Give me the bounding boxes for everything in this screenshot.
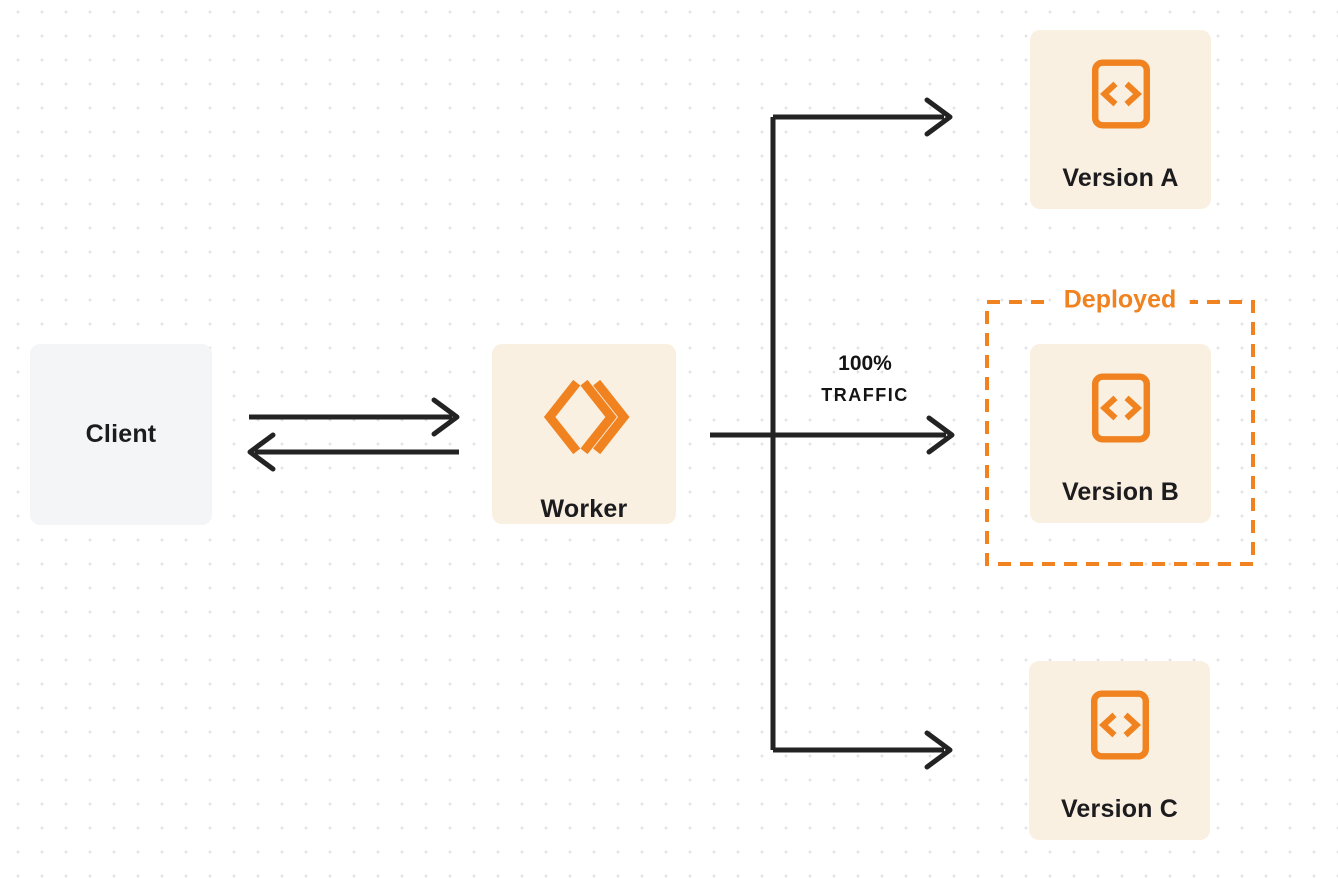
- traffic-word-text: TRAFFIC: [821, 385, 909, 406]
- version-c-node: Version C: [1029, 661, 1210, 840]
- arrow-to-version-a: [773, 97, 953, 137]
- worker-node: Worker: [492, 344, 676, 524]
- code-file-icon: [1091, 59, 1151, 134]
- arrow-worker-to-client: [247, 432, 459, 472]
- code-file-icon: [1091, 373, 1151, 448]
- version-a-node: Version A: [1030, 30, 1211, 209]
- workers-double-chevron-icon: [537, 375, 631, 464]
- worker-label: Worker: [540, 495, 628, 523]
- client-label: Client: [85, 420, 157, 448]
- deployed-label: Deployed: [1050, 285, 1190, 315]
- deployed-region: Deployed: [985, 285, 1255, 566]
- version-a-label: Version A: [1062, 164, 1179, 192]
- traffic-percent-text: 100%: [838, 352, 892, 375]
- arrow-to-version-b: [710, 415, 955, 455]
- arrow-to-version-c: [773, 730, 953, 770]
- client-node: Client: [30, 344, 212, 525]
- code-file-icon: [1090, 690, 1150, 765]
- version-c-label: Version C: [1060, 795, 1179, 823]
- traffic-annotation: 100% TRAFFIC: [775, 351, 955, 406]
- version-b-node: Version B: [1030, 344, 1211, 523]
- version-b-label: Version B: [1061, 478, 1180, 506]
- arrow-client-to-worker: [249, 397, 460, 437]
